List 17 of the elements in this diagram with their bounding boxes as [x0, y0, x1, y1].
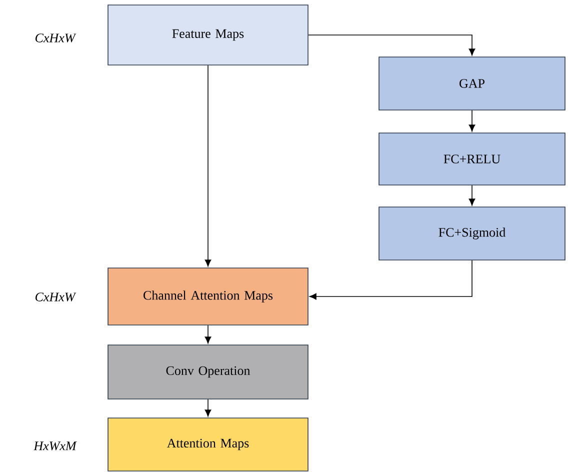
process-box: GAP	[378, 56, 566, 110]
arrow	[204, 65, 212, 267]
dimension-label: CxHxW	[36, 34, 76, 42]
arrow	[204, 325, 212, 344]
process-box: Feature Maps	[108, 4, 308, 66]
dimension-label: CxHxW	[36, 292, 76, 302]
process-box: FC+RELU	[378, 132, 566, 186]
arrow	[204, 399, 212, 417]
dimension-label: HxWxM	[34, 442, 77, 450]
process-box: Channel Attention Maps	[108, 268, 308, 326]
arrow	[468, 110, 476, 132]
arrow	[308, 34, 476, 56]
process-box: FC+Sigmoid	[378, 206, 566, 260]
arrow	[309, 260, 472, 300]
process-box: Conv Operation	[108, 344, 308, 400]
process-box: Attention Maps	[108, 418, 308, 472]
arrow	[468, 185, 476, 206]
